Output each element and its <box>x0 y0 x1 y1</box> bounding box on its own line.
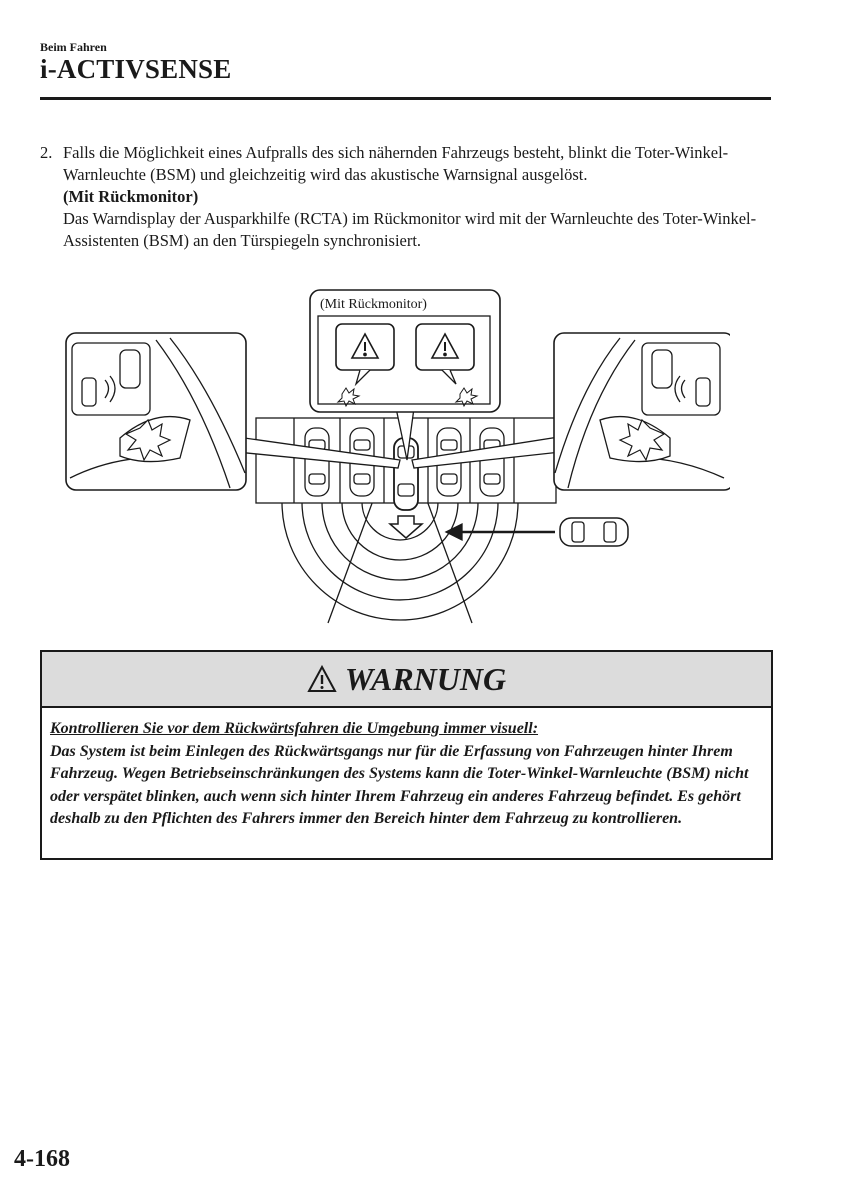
section-label: Beim Fahren <box>40 40 107 54</box>
car-icon <box>479 427 505 497</box>
title-rule <box>40 97 771 100</box>
step-subtext: Das Warndisplay der Ausparkhilfe (RCTA) … <box>63 209 757 250</box>
right-mirror-inset <box>553 332 730 491</box>
page-number: 4-168 <box>14 1146 70 1172</box>
approach-arrow-icon <box>444 522 463 542</box>
approaching-car <box>559 517 629 547</box>
flash-icon <box>454 387 479 408</box>
left-mirror-inset <box>65 332 247 491</box>
car-icon <box>304 427 330 497</box>
flash-icon <box>618 418 666 462</box>
detection-arcs <box>281 501 519 621</box>
warning-triangle-icon <box>307 665 337 692</box>
step-number: 2. <box>40 143 53 162</box>
warning-header: WARNUNG <box>42 652 771 708</box>
warning-text: Das System ist beim Einlegen des Rückwär… <box>50 742 749 828</box>
reverse-arrow <box>388 515 424 539</box>
warning-box: WARNUNG Kontrollieren Sie vor dem Rückwä… <box>40 650 773 860</box>
warning-body: Kontrollieren Sie vor dem Rückwärtsfahre… <box>42 708 771 831</box>
warning-triangle-icon <box>430 332 460 359</box>
own-car <box>393 437 419 511</box>
step-2: 2. Falls die Möglichkeit eines Aufpralls… <box>40 142 770 252</box>
flash-icon <box>124 418 172 462</box>
rcta-illustration: (Mit Rückmonitor) <box>65 289 730 624</box>
step-text: Falls die Möglichkeit eines Aufpralls de… <box>63 143 729 184</box>
flash-icon <box>336 387 361 408</box>
monitor-label: (Mit Rückmonitor) <box>320 297 427 312</box>
warning-triangle-icon <box>350 332 380 359</box>
warning-title: WARNUNG <box>344 660 507 697</box>
step-subheading: (Mit Rückmonitor) <box>63 187 199 206</box>
mirror-insert-cars <box>641 342 721 416</box>
rear-monitor-inset <box>309 289 501 413</box>
warning-lead: Kontrollieren Sie vor dem Rückwärtsfahre… <box>50 720 539 737</box>
mirror-insert-cars <box>71 342 151 416</box>
page-title: i-ACTIVSENSE <box>40 54 232 84</box>
